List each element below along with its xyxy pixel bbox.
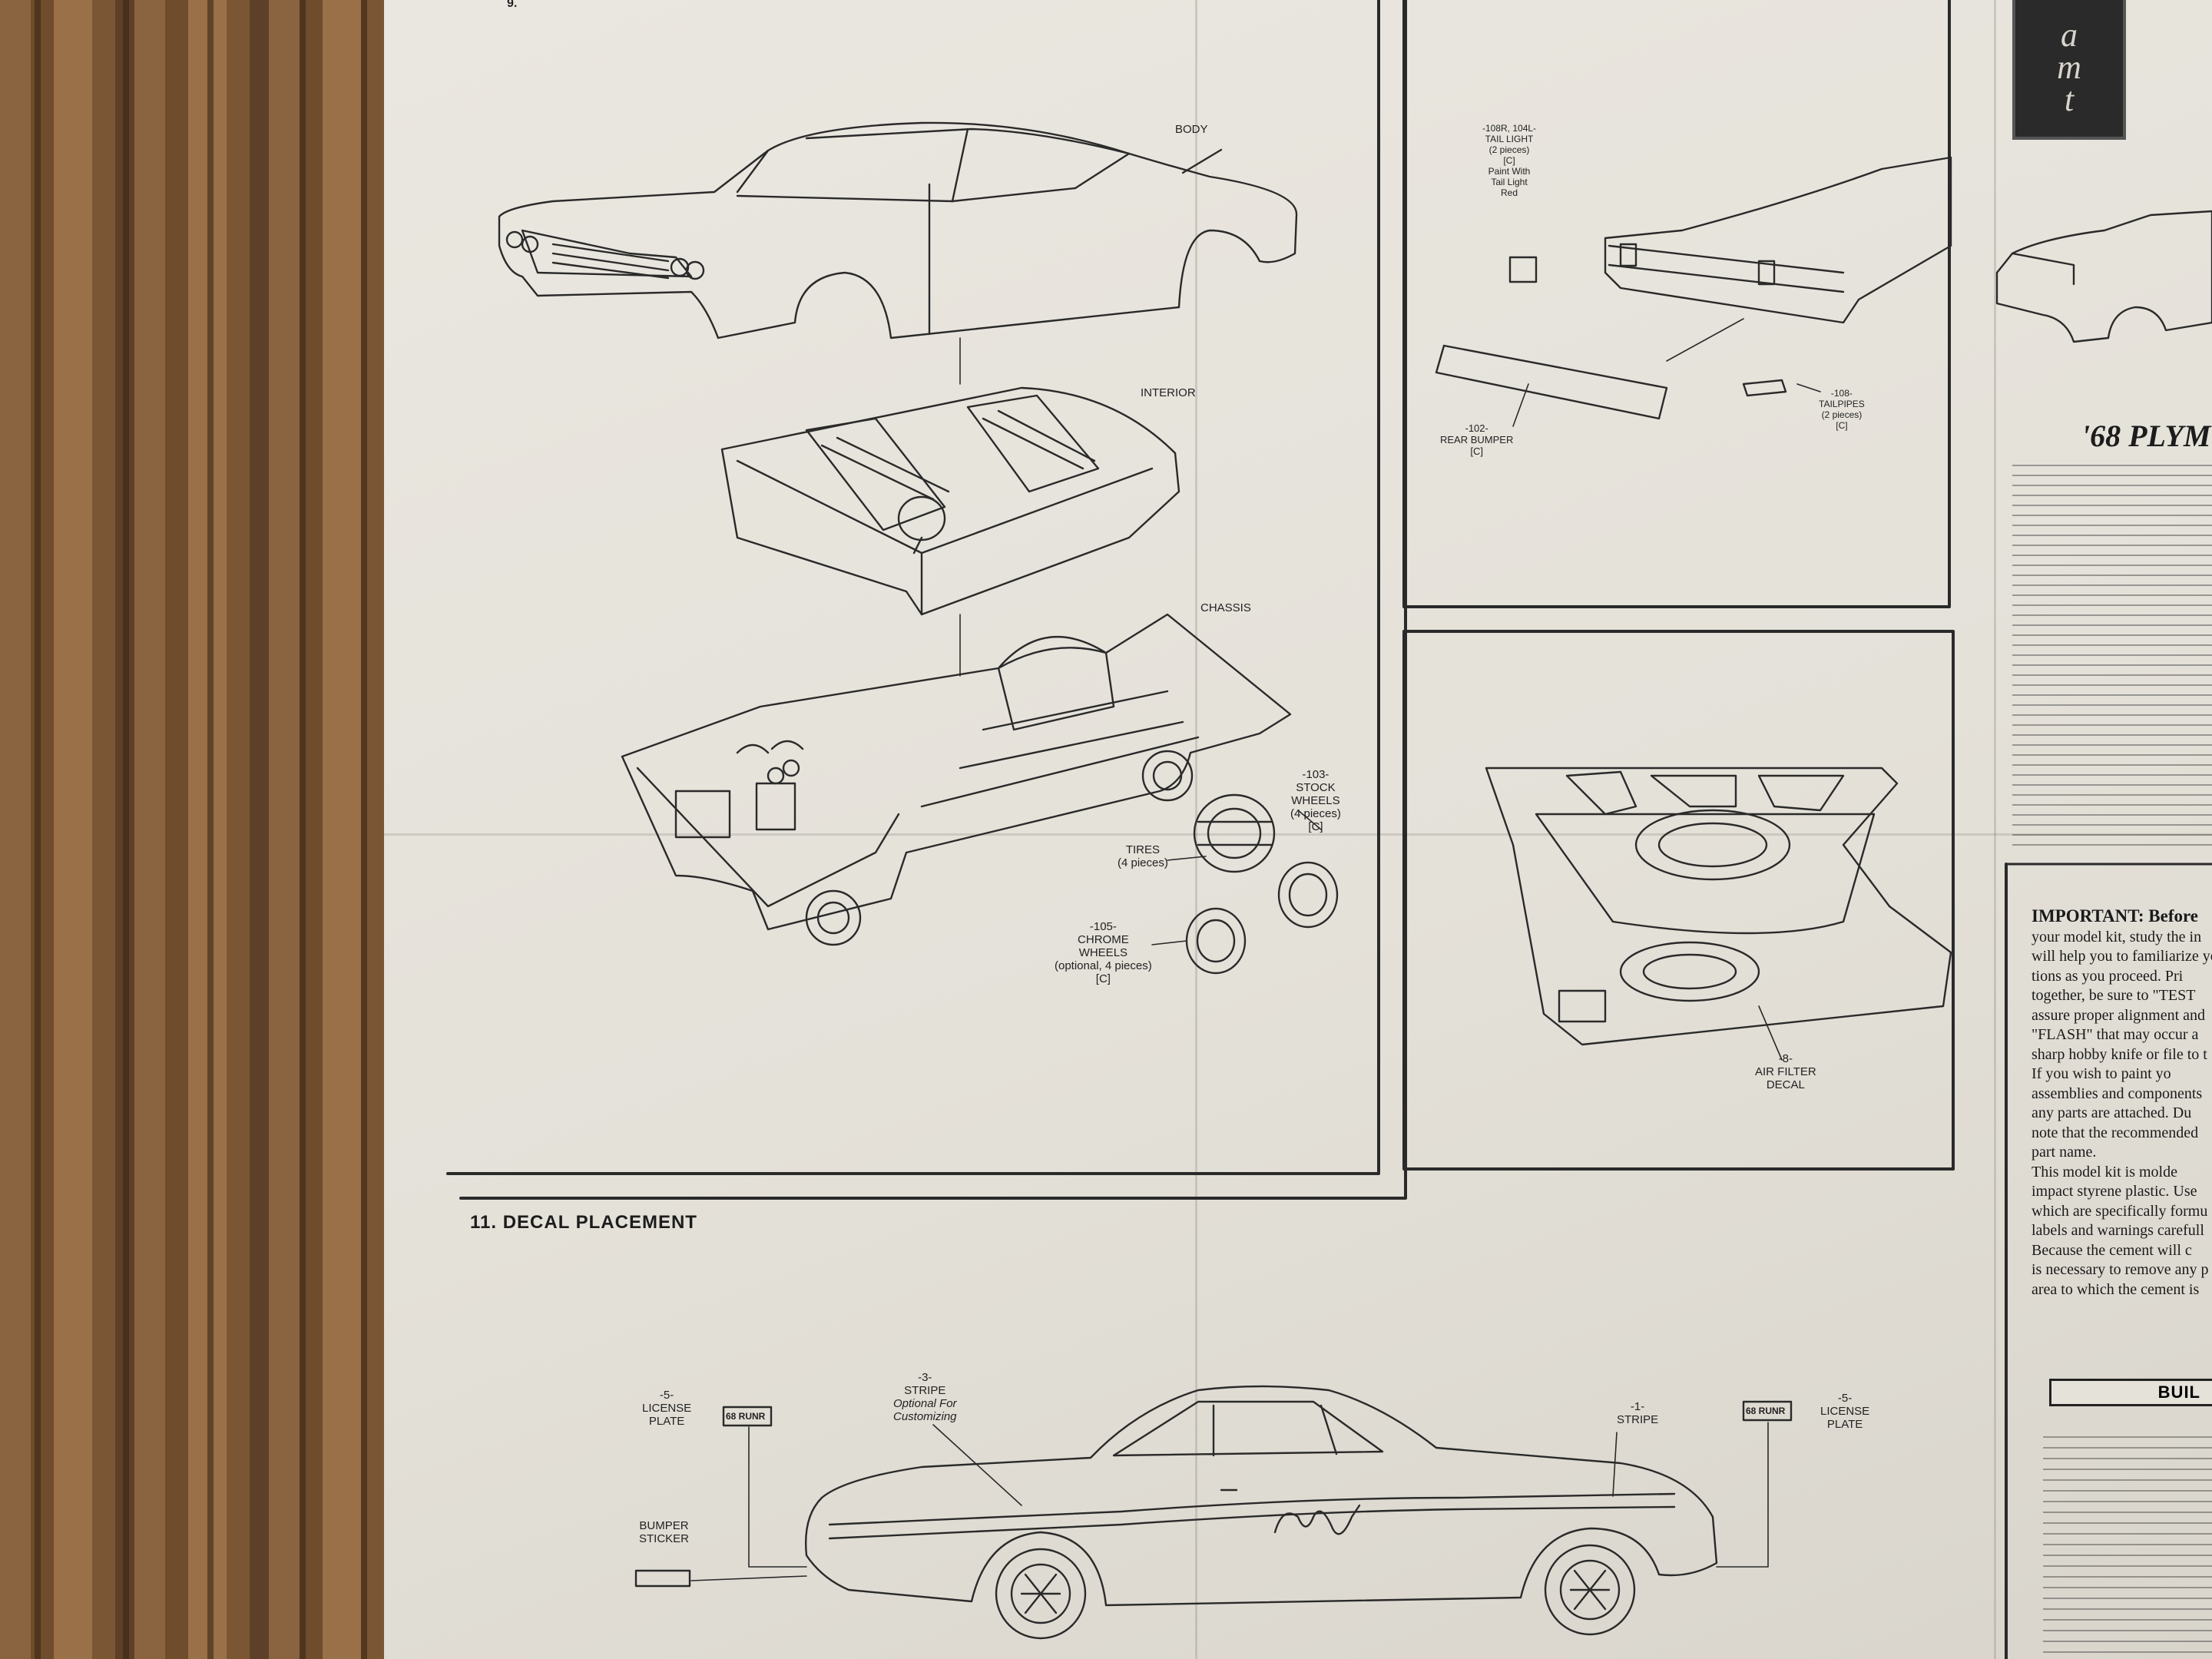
license-plate-left-text: 68 RUNR bbox=[726, 1411, 766, 1422]
tire-wheel-drawing bbox=[1151, 793, 1339, 975]
profile-car-drawing bbox=[634, 1385, 1793, 1640]
engine-bay-drawing bbox=[1485, 767, 1952, 1061]
interior-drawing bbox=[720, 386, 1181, 616]
build-text-block bbox=[2043, 1436, 2212, 1659]
tires-label: TIRES(4 pieces) bbox=[1118, 843, 1168, 869]
rear-bumper-label: -102-REAR BUMPER[C] bbox=[1440, 422, 1514, 457]
chassis-drawing bbox=[621, 613, 1292, 946]
amt-logo: a m t bbox=[2012, 0, 2126, 140]
decal-placement-title: 11. DECAL PLACEMENT bbox=[470, 1212, 697, 1233]
wood-floor bbox=[0, 0, 430, 1659]
chassis-label: CHASSIS bbox=[1200, 601, 1251, 614]
tailpipes-label: -108-TAILPIPES(2 pieces)[C] bbox=[1819, 388, 1865, 431]
build-header-box: BUIL bbox=[2049, 1379, 2212, 1406]
license-plate-right-text: 68 RUNR bbox=[1746, 1406, 1786, 1416]
rear-car-drawing bbox=[1435, 156, 1952, 427]
important-notice: IMPORTANT: Before your model kit, study … bbox=[2032, 906, 2212, 1298]
stripe-label: -1-STRIPE bbox=[1617, 1400, 1659, 1426]
interior-label: INTERIOR bbox=[1141, 386, 1196, 399]
step-number-9: 9. bbox=[507, 0, 518, 10]
tail-light-label: -108R, 104L-TAIL LIGHT(2 pieces)[C]Paint… bbox=[1482, 123, 1537, 198]
promo-car-drawing bbox=[1995, 210, 2212, 343]
panel-heading: '68 PLYM bbox=[2081, 419, 2211, 453]
history-text-block bbox=[2012, 465, 2212, 849]
car-body-drawing bbox=[498, 121, 1298, 339]
body-label: BODY bbox=[1175, 123, 1208, 136]
